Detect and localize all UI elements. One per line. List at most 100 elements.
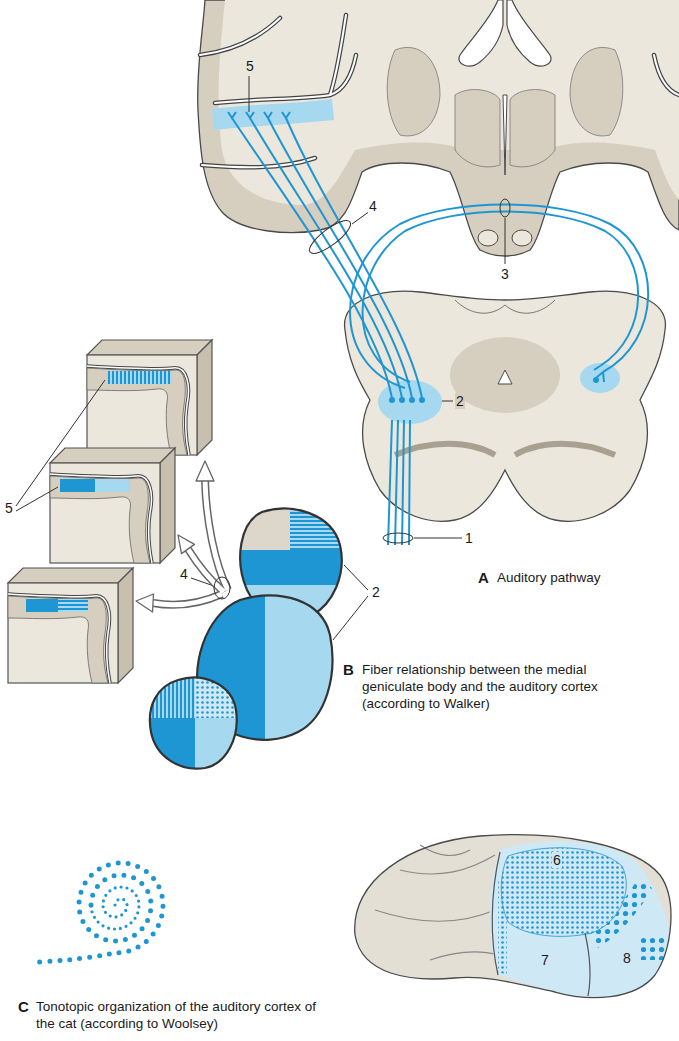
cortex-block	[107, 371, 172, 384]
panel-caption: Auditory pathway	[497, 569, 601, 586]
projection-arrow	[214, 577, 230, 599]
coronal-brain-section	[219, 0, 679, 205]
auditory-fibers	[228, 112, 648, 545]
neuron-cell	[593, 377, 599, 383]
cat-brain	[492, 852, 590, 996]
cat-brain	[375, 910, 495, 921]
cat-brain	[355, 835, 671, 1000]
coronal-brain-section	[200, 15, 679, 167]
leader-line	[505, 218, 506, 264]
panel-caption: Fiber relationship between the medial ge…	[362, 661, 602, 712]
auditory-fibers	[232, 118, 392, 398]
auditory-fibers	[363, 212, 639, 383]
coronal-brain-section	[510, 90, 555, 167]
callout-number: 4	[179, 566, 189, 582]
cat-brain	[492, 852, 500, 975]
coronal-brain-section	[330, 15, 346, 95]
leader-line	[16, 487, 58, 511]
midbrain-section	[345, 291, 666, 521]
panel-letter: C	[18, 998, 29, 1015]
neuron-cell	[419, 397, 425, 403]
coronal-brain-section	[202, 158, 315, 167]
geniculate-lobe	[145, 500, 350, 775]
projection-arrow	[153, 480, 228, 605]
leader-line	[249, 76, 250, 112]
projection-arrow	[136, 461, 214, 612]
leader-line	[16, 380, 368, 640]
leader-line	[500, 199, 510, 217]
geniculate-lobe	[230, 550, 350, 585]
midbrain-section	[450, 337, 560, 413]
coronal-brain-section	[455, 90, 500, 167]
coronal-brain-section	[198, 0, 679, 256]
coronal-brain-section	[459, 0, 503, 66]
geniculate-lobe	[265, 585, 340, 745]
projection-arrow	[153, 480, 228, 605]
coronal-brain-section	[478, 230, 498, 246]
coronal-brain-section	[654, 55, 679, 95]
auditory-area	[490, 841, 671, 1000]
coronal-brain-section	[200, 18, 280, 55]
leader-line	[333, 596, 368, 640]
cochlea-spiral	[38, 863, 163, 962]
callout-number: 5	[4, 500, 14, 516]
projection-arrow	[188, 549, 224, 592]
projection-arrow	[136, 461, 230, 612]
cat-brain	[400, 855, 495, 874]
auditory-area	[501, 848, 626, 937]
cortex-block	[26, 599, 58, 612]
cochlea-spiral	[91, 887, 139, 929]
midbrain-section	[455, 300, 555, 313]
panel-letter: B	[343, 661, 354, 678]
projection-arrow	[136, 594, 154, 612]
coronal-brain-section	[503, 95, 507, 175]
auditory-fibers	[286, 118, 422, 398]
cortex-block	[8, 568, 133, 683]
coronal-brain-section	[200, 18, 280, 55]
midbrain-section	[515, 444, 615, 455]
auditory-fibers	[268, 118, 412, 398]
neuron-cell	[409, 397, 415, 403]
cortex-block	[87, 340, 212, 455]
panel-letter: A	[478, 569, 489, 586]
cat-brain	[585, 933, 590, 996]
leader-line	[442, 401, 453, 402]
coronal-brain-section	[330, 15, 346, 95]
neuron-cell	[389, 377, 599, 403]
leader-line	[344, 565, 368, 590]
midbrain-section	[345, 291, 666, 521]
cortex-block	[58, 599, 88, 612]
callout-number: 5	[245, 58, 255, 74]
coronal-brain-section	[202, 158, 315, 167]
projection-arrow	[178, 535, 195, 554]
auditory-fibers	[228, 112, 290, 118]
coronal-brain-section	[198, 0, 679, 256]
geniculate-lobe	[150, 678, 237, 769]
auditory-cortex-area	[212, 99, 334, 130]
geniculate-lobe	[145, 718, 195, 775]
geniculate-lobe	[290, 500, 350, 550]
medial-geniculate-body	[580, 363, 620, 393]
leader-line	[305, 216, 355, 259]
neuron-cell	[389, 397, 395, 403]
geniculate-lobe	[145, 670, 240, 775]
auditory-fibers	[388, 420, 410, 545]
cat-brain	[490, 841, 671, 1000]
cat-brain	[355, 835, 671, 998]
coronal-brain-section	[507, 0, 551, 66]
panel-caption: Tonotopic organization of the auditory c…	[36, 998, 336, 1032]
leader-line	[16, 380, 105, 506]
auditory-fibers	[594, 366, 604, 382]
callout-number: 2	[455, 393, 465, 409]
callout-number: 4	[368, 198, 378, 214]
coronal-brain-section	[387, 47, 440, 136]
coronal-brain-section	[570, 47, 623, 136]
coronal-brain-section	[512, 230, 532, 246]
leader-line	[383, 533, 413, 543]
leader-line	[249, 76, 510, 543]
area-number: 6	[552, 852, 562, 868]
callout-number: 3	[500, 266, 510, 282]
callout-number: 2	[371, 584, 381, 600]
